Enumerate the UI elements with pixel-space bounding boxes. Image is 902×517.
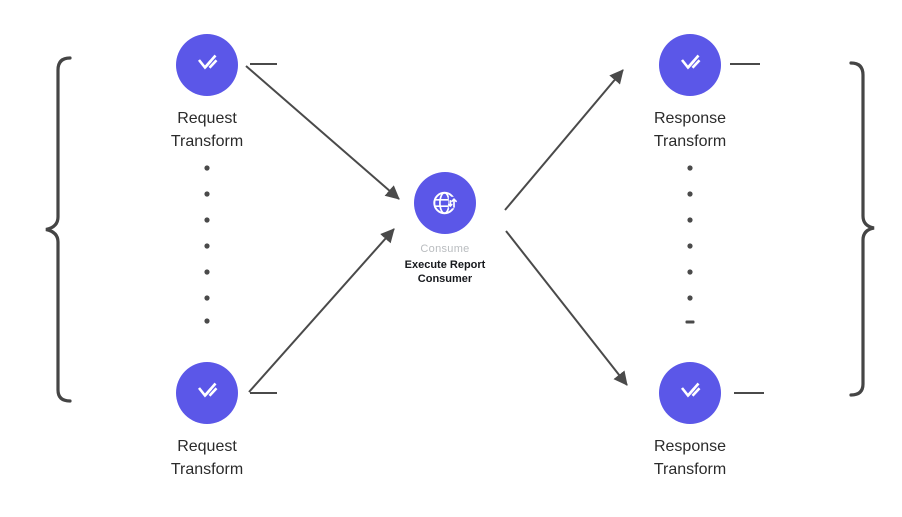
transform-node-circle[interactable] — [659, 362, 721, 424]
left-curly-brace-icon — [45, 56, 72, 403]
arrow-consumer-to-response2 — [505, 230, 628, 386]
dotted-line-left — [204, 165, 210, 324]
transform-node-circle[interactable] — [659, 34, 721, 96]
arrow-consumer-to-response1 — [504, 69, 624, 211]
arrow-request1-to-consumer — [245, 65, 400, 200]
node-label: Response Transform — [653, 110, 727, 150]
globe-consume-icon — [433, 191, 460, 215]
node-response-transform-2[interactable]: Response Transform — [630, 362, 750, 481]
node-label: Response Transform — [653, 438, 727, 478]
node-request-transform-2[interactable]: Request Transform — [147, 362, 267, 481]
consumer-node-label: Execute Report Consumer — [404, 259, 486, 285]
consumer-node-circle[interactable] — [414, 172, 476, 234]
node-label: Request Transform — [170, 110, 244, 150]
transform-node-circle[interactable] — [176, 362, 238, 424]
node-label: Request Transform — [170, 438, 244, 478]
consume-status-label: Consume — [420, 243, 470, 255]
right-curly-brace-icon — [849, 61, 875, 397]
transform-icon — [197, 54, 218, 70]
node-execute-report-consumer[interactable]: Consume Execute Report Consumer — [385, 172, 505, 286]
transform-icon — [197, 382, 218, 398]
dotted-line-right — [685, 165, 695, 324]
arrow-request2-to-consumer — [248, 228, 395, 393]
node-request-transform-1[interactable]: Request Transform — [147, 34, 267, 153]
transform-node-circle[interactable] — [176, 34, 238, 96]
node-response-transform-1[interactable]: Response Transform — [630, 34, 750, 153]
transform-icon — [680, 54, 701, 70]
transform-icon — [680, 382, 701, 398]
